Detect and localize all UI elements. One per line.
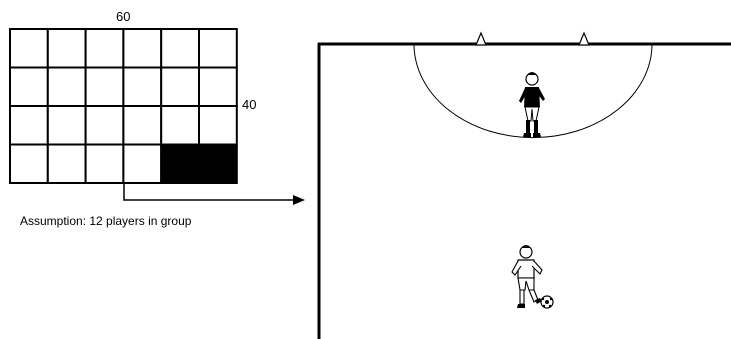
grid-cell <box>198 28 238 69</box>
grid-cell <box>46 66 87 107</box>
assumption-note: Assumption: 12 players in group <box>20 214 192 228</box>
attacker-with-ball-figure <box>511 245 543 308</box>
grid-cell <box>46 143 87 184</box>
grid-cell <box>46 28 87 69</box>
grid-width-label: 60 <box>116 9 131 24</box>
grid-cell <box>9 28 49 69</box>
grid-cell <box>9 143 49 184</box>
grid-cell <box>122 66 163 107</box>
grid-cell <box>84 66 125 107</box>
grid-cell-shaded <box>198 143 238 184</box>
transition-arrow <box>123 183 305 205</box>
goalkeeper-figure <box>519 72 545 137</box>
ball-icon <box>540 295 554 309</box>
cone-icon <box>578 31 590 46</box>
grid-cell <box>122 143 163 184</box>
grid-cell <box>46 105 87 146</box>
grid-cell <box>160 66 200 107</box>
grid-cell <box>84 143 125 184</box>
grid-cell <box>122 105 163 146</box>
grid-cell <box>198 105 238 146</box>
grid-cell <box>9 105 49 146</box>
grid-cell <box>160 105 200 146</box>
grid-height-label: 40 <box>242 97 257 112</box>
grid-cell-shaded <box>160 143 200 184</box>
grid-cell <box>160 28 200 69</box>
grid-cell <box>198 66 238 107</box>
grid-cell <box>9 66 49 107</box>
grid-cell <box>122 28 163 69</box>
grid-cell <box>84 28 125 69</box>
area-grid <box>9 28 238 184</box>
field-lines <box>317 42 731 339</box>
penalty-arc <box>413 43 653 139</box>
cone-icon <box>475 31 487 46</box>
grid-cell <box>84 105 125 146</box>
